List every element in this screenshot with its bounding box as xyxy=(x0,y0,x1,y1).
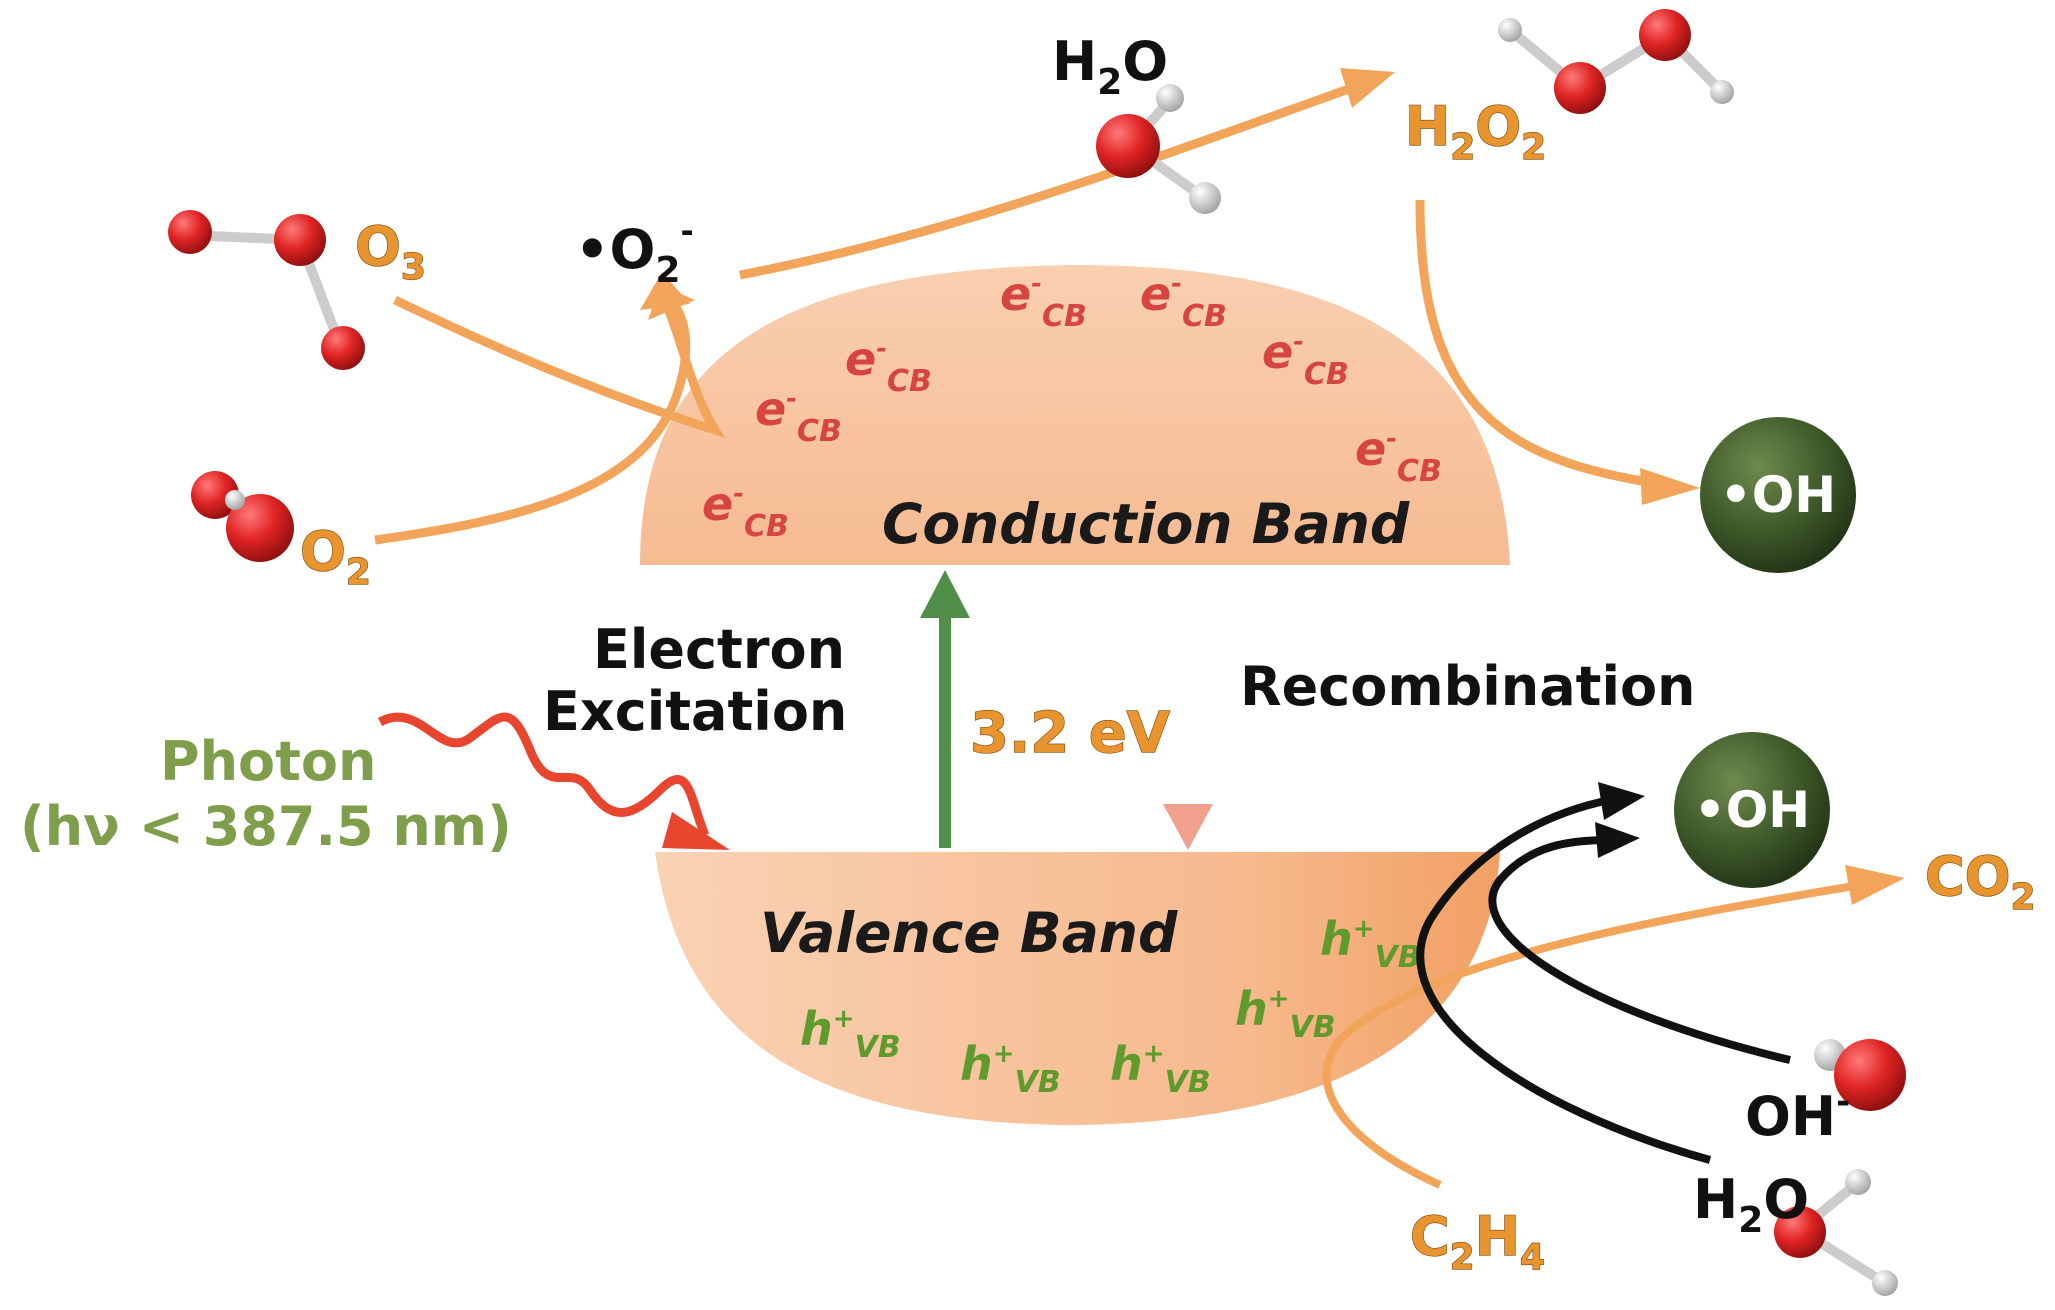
electron-e-cb-1: e-CB xyxy=(845,332,932,399)
h2o2-arrowhead xyxy=(1340,68,1395,108)
c2h4-to-co2-arrow xyxy=(1322,881,1861,1189)
co2-arrowhead xyxy=(1845,865,1905,905)
conduction-band xyxy=(640,265,1510,565)
electron-e-cb-4: e-CB xyxy=(755,382,842,449)
hole-h-vb-5: h+VB xyxy=(1320,912,1421,975)
photon-wave xyxy=(377,712,710,837)
ozone-molecule-icon xyxy=(168,210,365,370)
ozone-label: O3 xyxy=(355,215,426,288)
photon-arrowhead xyxy=(662,812,730,850)
excitation-label-line1: Electron xyxy=(593,618,845,681)
electron-e-cb-2: e-CB xyxy=(1000,267,1087,334)
band-gap-label: 3.2 eV xyxy=(970,701,1171,766)
svg-text:h+VB: h+VB xyxy=(1110,1037,1211,1100)
recombination-label: Recombination xyxy=(1240,655,1696,718)
water-molecule-top-icon xyxy=(1096,84,1221,214)
photon-label-line2: (hν < 387.5 nm) xyxy=(20,795,512,858)
electron-e-cb-5: e-CB xyxy=(1262,325,1349,392)
electron-e-cb-7: e-CB xyxy=(1355,422,1442,489)
svg-text:h+VB: h+VB xyxy=(1235,982,1336,1045)
svg-text:e-CB: e-CB xyxy=(1140,267,1227,334)
hole-h-vb-2: h+VB xyxy=(960,1037,1061,1100)
recombination-arrow xyxy=(1163,570,1213,850)
o3-reaction-arrow xyxy=(393,287,726,438)
o2-reaction-arrow xyxy=(374,296,691,545)
photon-label-line1: Photon xyxy=(160,730,376,793)
valence-band xyxy=(655,852,1500,1125)
svg-text:e-CB: e-CB xyxy=(702,477,789,544)
hole-h-vb-4: h+VB xyxy=(1235,982,1336,1045)
hydroxide-molecule-icon xyxy=(1814,1039,1906,1111)
hole-h-vb-3: h+VB xyxy=(1110,1037,1211,1100)
superoxide-label: •O2- xyxy=(575,212,694,291)
svg-text:e-CB: e-CB xyxy=(1262,325,1349,392)
svg-text:h+VB: h+VB xyxy=(800,1002,901,1065)
oh-top-arrowhead xyxy=(1640,468,1700,505)
hydrogen-peroxide-molecule-icon xyxy=(1498,9,1734,114)
hole-h-vb-1: h+VB xyxy=(800,1002,901,1065)
svg-text:h+VB: h+VB xyxy=(960,1037,1061,1100)
oxygen-molecule-icon xyxy=(191,471,294,562)
water-top-label: H2O xyxy=(1052,30,1168,103)
water-molecule-bottom-icon xyxy=(1774,1169,1898,1296)
electron-e-cb-3: e-CB xyxy=(1140,267,1227,334)
valence-band-label: Valence Band xyxy=(760,901,1178,965)
excitation-label-line2: Excitation xyxy=(543,680,847,743)
svg-text:e-CB: e-CB xyxy=(1000,267,1087,334)
hydroxyl-radical-bottom-icon: •OH xyxy=(1674,732,1830,888)
hydroxyl-radical-top-icon: •OH xyxy=(1700,417,1856,573)
excitation-arrow xyxy=(920,570,970,848)
oh-bottom-arrowhead-2 xyxy=(1598,782,1645,820)
electron-e-cb-6: e-CB xyxy=(702,477,789,544)
h2o-to-oh-arrow xyxy=(1416,796,1712,1164)
h2o2-to-oh-arrow xyxy=(1415,199,1662,490)
water-bottom-label: H2O xyxy=(1693,1168,1809,1241)
svg-text:e-CB: e-CB xyxy=(845,332,932,399)
o2-arrowhead xyxy=(648,285,695,320)
oh-bottom-arrowhead-1 xyxy=(1595,822,1640,858)
conduction-band-label: Conduction Band xyxy=(882,492,1410,556)
svg-text:e-CB: e-CB xyxy=(755,382,842,449)
hydroxide-label: OH- xyxy=(1745,1082,1850,1148)
carbon-dioxide-label: CO2 xyxy=(1925,845,2036,918)
hydroxyl-radical-top-label: •OH xyxy=(1720,466,1836,524)
hydrogen-peroxide-label: H2O2 xyxy=(1405,95,1546,168)
svg-text:e-CB: e-CB xyxy=(1355,422,1442,489)
ethylene-label: C2H4 xyxy=(1410,1205,1545,1278)
svg-text:h+VB: h+VB xyxy=(1320,912,1421,975)
oxygen-label: O2 xyxy=(300,520,371,593)
superoxide-to-h2o2-arrow xyxy=(739,80,1362,280)
oh-minus-to-oh-arrow xyxy=(1488,836,1791,1064)
hydroxyl-radical-bottom-label: •OH xyxy=(1694,781,1810,839)
